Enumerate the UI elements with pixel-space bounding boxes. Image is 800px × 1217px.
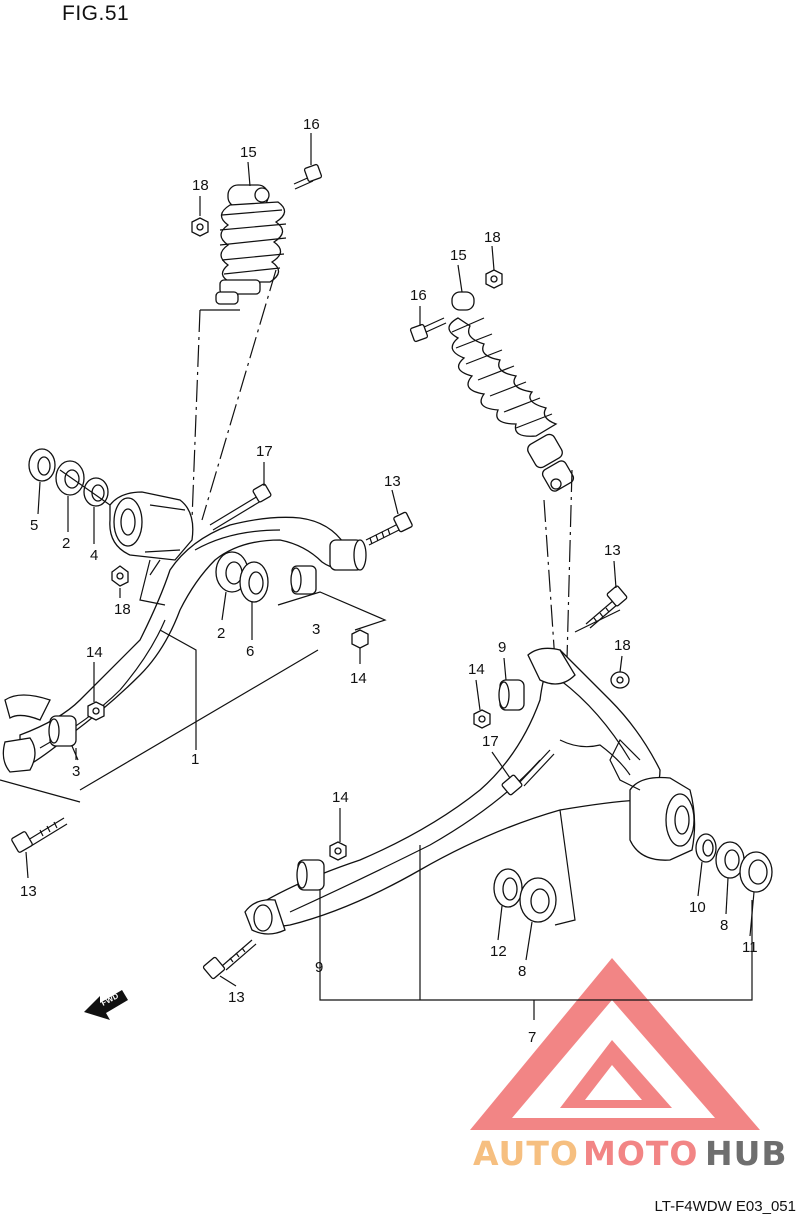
bolt-13-right-upper bbox=[585, 585, 628, 629]
callout-6: 6 bbox=[246, 643, 254, 660]
bushing-9-lower bbox=[296, 859, 325, 891]
callout-13-right-upper: 13 bbox=[604, 542, 621, 559]
spacer-10 bbox=[695, 833, 717, 863]
callout-13-left-upper: 13 bbox=[384, 473, 401, 490]
nut-14-upper bbox=[351, 629, 369, 649]
callout-8-lower: 8 bbox=[518, 963, 526, 980]
callout-3-lower: 3 bbox=[72, 763, 80, 780]
callout-10: 10 bbox=[689, 899, 706, 916]
callout-7: 7 bbox=[528, 1029, 536, 1046]
bearing-2-left bbox=[55, 460, 85, 496]
callout-5: 5 bbox=[30, 517, 38, 534]
bushing-3-lower bbox=[48, 715, 77, 747]
bushing-3-upper bbox=[290, 565, 317, 595]
bolt-13-left-lower bbox=[11, 817, 68, 853]
swing-arm-right bbox=[244, 647, 696, 1000]
callout-15-right: 15 bbox=[450, 247, 467, 264]
seal-12 bbox=[493, 868, 523, 908]
callout-14-lower: 14 bbox=[86, 644, 103, 661]
callout-11: 11 bbox=[742, 939, 758, 956]
callout-15-upper: 15 bbox=[240, 144, 257, 161]
callout-17-right: 17 bbox=[482, 733, 499, 750]
nut-18-right-upper bbox=[485, 269, 503, 289]
watermark-text-moto: MOTO bbox=[583, 1134, 698, 1173]
callout-3-upper: 3 bbox=[312, 621, 320, 638]
callout-14-upper: 14 bbox=[350, 670, 367, 687]
bolt-16-upper bbox=[293, 163, 323, 190]
shock-absorber-right bbox=[448, 291, 575, 492]
nut-18-left bbox=[111, 565, 129, 587]
callout-13-left-lower: 13 bbox=[20, 883, 37, 900]
bushing-9-upper bbox=[498, 679, 525, 711]
watermark-logo: AUTO MOTO HUB bbox=[470, 958, 788, 1173]
forward-direction-arrow: FWD bbox=[84, 990, 128, 1020]
figure-title: FIG.51 bbox=[62, 2, 130, 25]
seal-6 bbox=[239, 561, 269, 603]
callout-16-upper: 16 bbox=[303, 116, 320, 133]
callout-18-right: 18 bbox=[614, 637, 631, 654]
callout-1: 1 bbox=[191, 751, 199, 768]
callout-9-upper: 9 bbox=[498, 639, 506, 656]
callout-14-right-lower: 14 bbox=[332, 789, 349, 806]
callout-16-lower: 16 bbox=[410, 287, 427, 304]
nut-14-right-lower bbox=[329, 841, 347, 861]
bolt-17-right bbox=[501, 749, 555, 796]
watermark-text-hub: HUB bbox=[705, 1134, 788, 1173]
watermark-text-auto: AUTO bbox=[473, 1134, 579, 1173]
washer-18-right bbox=[610, 671, 630, 689]
bearing-8-lower bbox=[519, 877, 557, 923]
shock-absorber-upper-left bbox=[215, 184, 287, 305]
bearing-8-right bbox=[715, 841, 745, 879]
nut-14-lower bbox=[87, 701, 105, 721]
callout-18-upper: 18 bbox=[192, 177, 209, 194]
callout-18-right-upper: 18 bbox=[484, 229, 501, 246]
nut-14-right-upper bbox=[473, 709, 491, 729]
callout-9-lower: 9 bbox=[315, 959, 323, 976]
figure-code: LT-F4WDW E03_051 bbox=[654, 1198, 796, 1215]
callout-13-right-lower: 13 bbox=[228, 989, 245, 1006]
callout-4: 4 bbox=[90, 547, 98, 564]
callout-17-left: 17 bbox=[256, 443, 273, 460]
bolt-13-left-upper bbox=[365, 511, 413, 546]
callout-14-right-upper: 14 bbox=[468, 661, 485, 678]
callout-12: 12 bbox=[490, 943, 507, 960]
nut-18-upper bbox=[191, 217, 209, 237]
callout-18-left: 18 bbox=[114, 601, 131, 618]
oil-seal-5 bbox=[28, 448, 56, 482]
callout-8-right: 8 bbox=[720, 917, 728, 934]
callout-2-middle: 2 bbox=[217, 625, 225, 642]
bolt-17-left bbox=[209, 483, 272, 531]
bolt-16-lower bbox=[409, 317, 447, 343]
seal-11 bbox=[739, 851, 773, 893]
callout-2-left: 2 bbox=[62, 535, 70, 552]
bolt-13-right-lower bbox=[202, 939, 257, 980]
